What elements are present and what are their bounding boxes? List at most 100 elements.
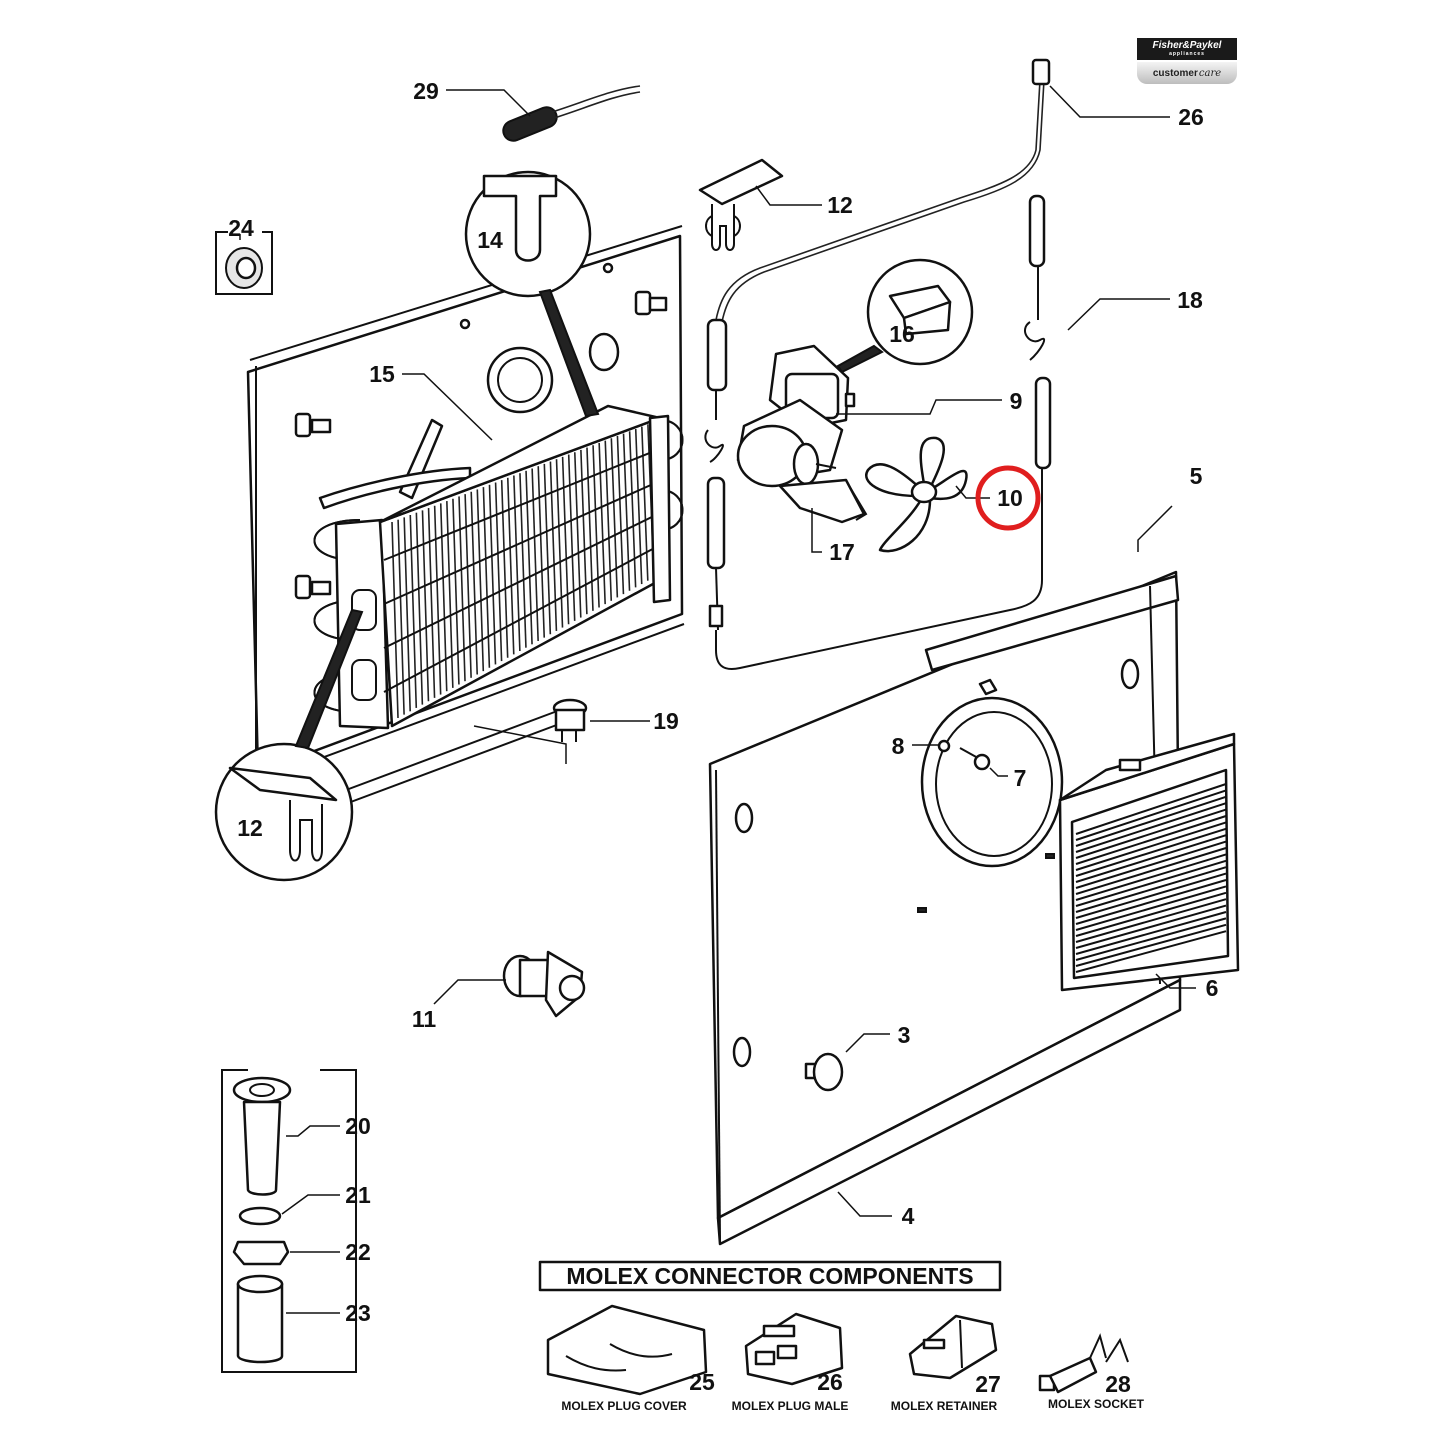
molex-number-26: 26 — [817, 1369, 843, 1395]
molex-number-25: 25 — [689, 1369, 715, 1395]
evaporator-fin — [494, 482, 503, 662]
grille-slot — [1075, 827, 1227, 877]
evaporator-fin — [586, 447, 594, 611]
callout-29: 29 — [413, 78, 439, 104]
evaporator-fin — [641, 426, 649, 581]
brand-sub: appliances — [1169, 51, 1205, 57]
evaporator-fin — [513, 475, 521, 652]
grille-slot — [1075, 821, 1227, 871]
drain-tube-group — [221, 1069, 357, 1373]
callout-11: 11 — [412, 1006, 437, 1032]
callout-3: 3 — [898, 1022, 911, 1048]
callout-24: 24 — [228, 215, 254, 241]
grille-slot — [1075, 783, 1227, 835]
callout-16: 16 — [889, 321, 915, 347]
grille-slot — [1075, 872, 1227, 919]
evaporator-fin-row — [383, 543, 663, 693]
grommet — [215, 231, 273, 295]
grille-slot — [1075, 840, 1227, 889]
callout-6: 6 — [1206, 975, 1219, 1001]
brand-name: Fisher&Paykel — [1152, 40, 1222, 51]
drain-plug — [552, 698, 588, 742]
fan-blade — [865, 436, 968, 553]
callout-12: 12 — [827, 192, 853, 218]
evaporator-fin-row — [383, 447, 663, 561]
highlight-ring — [975, 465, 1041, 531]
care-suffix: care — [1198, 67, 1222, 79]
motor-mount — [778, 478, 868, 524]
molex-caption-plug-cover: MOLEX PLUG COVER — [561, 1399, 687, 1413]
grille-slot — [1075, 898, 1227, 943]
detail-callout-16 — [836, 258, 974, 374]
callout-4: 4 — [902, 1203, 915, 1229]
evaporator-coil — [313, 404, 684, 730]
care-prefix: customer — [1152, 67, 1198, 79]
callout-12-detail: 12 — [237, 815, 263, 841]
callout-9: 9 — [1010, 388, 1023, 414]
callout-17: 17 — [829, 539, 855, 565]
molex-caption-plug-male: MOLEX PLUG MALE — [732, 1399, 849, 1413]
fan-ring — [920, 696, 1064, 868]
evaporator-fin — [531, 468, 539, 642]
screw-and-washer — [937, 739, 991, 771]
molex-components: MOLEX CONNECTOR COMPONENTS — [538, 1260, 1129, 1396]
evaporator-fin — [537, 466, 546, 638]
callout-20: 20 — [345, 1113, 371, 1139]
grille-slot — [1075, 853, 1227, 901]
callout-14: 14 — [477, 227, 503, 253]
evaporator-fin — [598, 442, 606, 605]
grommet-plug — [804, 1052, 844, 1092]
evaporator-fin-row — [383, 479, 663, 605]
evaporator-fin — [519, 473, 527, 648]
evaporator-fin — [604, 440, 613, 601]
grille-slot — [1075, 795, 1227, 847]
molex-labels: 25 26 27 28 MOLEX PLUG COVER MOLEX PLUG … — [561, 1369, 1144, 1413]
grille-slot — [1075, 834, 1227, 883]
clip — [502, 950, 586, 1018]
callout-22: 22 — [345, 1239, 371, 1265]
grille-slot — [1075, 917, 1227, 961]
grille-slot — [1075, 847, 1227, 895]
molex-number-27: 27 — [975, 1371, 1001, 1397]
detail-callout-14 — [464, 170, 600, 418]
air-grille — [1058, 732, 1240, 992]
grille-slot — [1075, 866, 1227, 913]
evaporator-fin — [634, 428, 643, 585]
screw-standoffs — [294, 290, 668, 600]
detail-callout-12 — [214, 608, 364, 882]
evaporator-fin — [567, 454, 576, 621]
wiring-harness — [704, 58, 1052, 670]
evaporator-fin — [488, 484, 497, 665]
evaporator-fin — [500, 480, 509, 658]
grille-slot — [1075, 904, 1227, 949]
grille-slot — [1075, 930, 1227, 973]
grille-slot — [1075, 891, 1227, 937]
evaporator-fin — [616, 435, 625, 595]
grille-slot — [1075, 808, 1227, 859]
molex-title: MOLEX CONNECTOR COMPONENTS — [566, 1263, 973, 1289]
evaporator-fin — [482, 487, 491, 668]
grille-slot — [1075, 923, 1227, 967]
molex-caption-socket: MOLEX SOCKET — [1048, 1397, 1145, 1411]
evaporator-fin — [555, 459, 564, 628]
grille-slot — [1075, 789, 1227, 841]
callout-23: 23 — [345, 1300, 371, 1326]
evaporator-fin — [573, 452, 582, 618]
grille-slot — [1075, 885, 1227, 931]
grille-slot — [1075, 911, 1227, 955]
grille-slot — [1075, 859, 1227, 907]
callout-26: 26 — [1178, 104, 1204, 130]
callout-21: 21 — [345, 1182, 371, 1208]
evaporator-fin — [525, 470, 533, 645]
evaporator-fin-row — [383, 511, 663, 649]
evaporator-fin — [622, 433, 631, 591]
grille-slot — [1075, 815, 1227, 865]
evaporator-fin — [592, 445, 600, 608]
grille-slot — [1075, 802, 1227, 853]
bracket-12-top — [698, 158, 784, 251]
molex-caption-retainer: MOLEX RETAINER — [891, 1399, 998, 1413]
fan-motor — [736, 344, 856, 488]
